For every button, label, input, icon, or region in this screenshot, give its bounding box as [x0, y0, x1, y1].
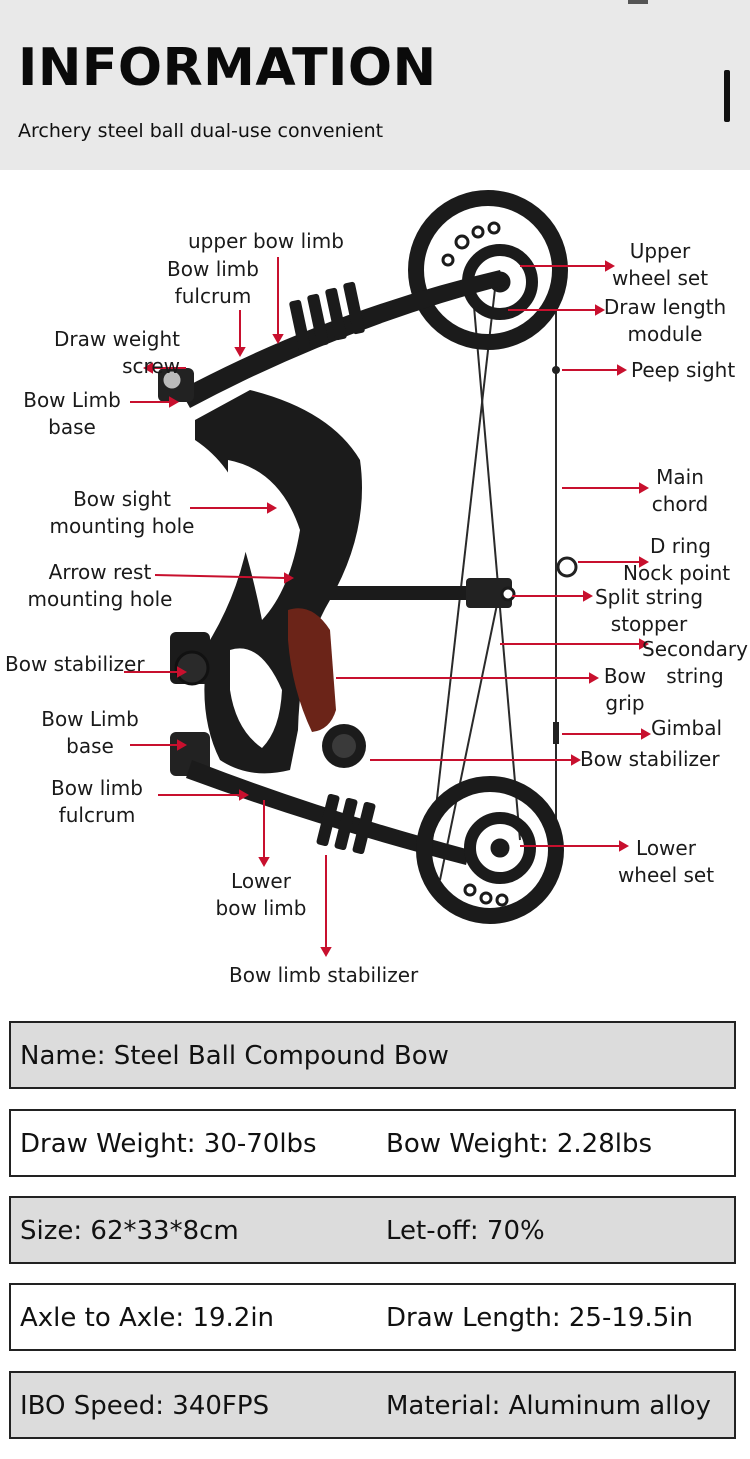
bow-strings	[429, 259, 557, 881]
label-bow-stabilizer-left: Bow stabilizer	[5, 652, 145, 676]
d-ring-mark	[556, 556, 578, 578]
upper-limb-dampers	[289, 281, 365, 353]
spec-row-weights: Draw Weight: 30-70lbs Bow Weight: 2.28lb…	[9, 1109, 736, 1177]
label-bow-limb-fulcrum-top: Bow limb fulcrum	[167, 257, 259, 308]
cable-a	[429, 279, 497, 861]
spec-row-size: Size: 62*33*8cm Let-off: 70%	[9, 1196, 736, 1264]
riser-cutout-lower	[230, 648, 282, 748]
spec-name: Name: Steel Ball Compound Bow	[20, 1041, 449, 1071]
spec-row-lengths: Axle to Axle: 19.2in Draw Length: 25-19.…	[9, 1283, 736, 1351]
spec-material: Material: Aluminum alloy	[386, 1391, 711, 1421]
header-banner: INFORMATION Archery steel ball dual-use …	[0, 0, 750, 170]
label-bow-limb-fulcrum-bottom: Bow limb fulcrum	[51, 776, 143, 827]
label-main-chord: Main chord	[651, 465, 709, 516]
top-tab-mark	[628, 0, 648, 4]
label-draw-weight-screw: Draw weight screw	[53, 327, 180, 378]
label-bow-limb-stabilizer: Bow limb stabilizer	[229, 963, 419, 987]
leader-lines	[124, 257, 652, 958]
gimbal-mark	[553, 722, 559, 744]
page-title: INFORMATION	[18, 38, 437, 98]
bow-illustration	[124, 190, 652, 958]
label-nock-point: Nock point	[623, 561, 731, 585]
bow-diagram: upper bow limb Bow limb fulcrum Draw wei…	[0, 170, 750, 1000]
label-split-string-stopper: Split string stopper	[594, 585, 704, 636]
spec-row-name: Name: Steel Ball Compound Bow	[9, 1021, 736, 1089]
riser-cutout-upper	[228, 460, 300, 620]
label-lower-bow-limb: Lower bow limb	[215, 869, 307, 920]
peep-sight-mark	[552, 366, 560, 374]
page-subtitle: Archery steel ball dual-use convenient	[18, 120, 384, 142]
spec-axle-to-axle: Axle to Axle: 19.2in	[20, 1303, 275, 1333]
decorative-bar	[724, 70, 730, 122]
cable-c	[439, 589, 501, 881]
label-bow-stabilizer-right: Bow stabilizer	[580, 747, 720, 771]
arrow-rest-arm	[300, 586, 505, 600]
label-d-ring: D ring	[650, 534, 711, 558]
spec-let-off: Let-off: 70%	[386, 1216, 545, 1246]
label-upper-wheel-set: Upper wheel set	[611, 239, 709, 290]
spec-draw-length: Draw Length: 25-19.5in	[386, 1303, 693, 1333]
label-arrow-rest-mounting-hole: Arrow rest mounting hole	[27, 560, 173, 611]
front-stabilizer	[322, 724, 366, 768]
label-peep-sight: Peep sight	[631, 358, 736, 382]
label-upper-bow-limb: upper bow limb	[188, 229, 344, 253]
label-bow-grip: Bow grip	[603, 664, 647, 715]
spec-draw-weight: Draw Weight: 30-70lbs	[20, 1129, 317, 1159]
spec-bow-weight: Bow Weight: 2.28lbs	[386, 1129, 653, 1159]
lower-wheel	[416, 776, 564, 924]
left-stabilizer	[170, 632, 210, 686]
lower-limb-dampers	[316, 793, 376, 855]
label-lower-wheel-set: Lower wheel set	[617, 836, 715, 887]
spec-size: Size: 62*33*8cm	[20, 1216, 239, 1246]
label-bow-limb-base-bottom: Bow Limb base	[41, 707, 139, 758]
spec-row-speed: IBO Speed: 340FPS Material: Aluminum all…	[9, 1371, 736, 1439]
label-gimbal: Gimbal	[651, 716, 723, 740]
upper-wheel	[408, 190, 568, 350]
label-draw-length-module: Draw length module	[603, 295, 727, 346]
spec-ibo-speed: IBO Speed: 340FPS	[20, 1391, 270, 1421]
split-string-stopper-block	[466, 578, 512, 608]
label-bow-limb-base-top: Bow Limb base	[23, 388, 121, 439]
label-secondary-string: Secondary string	[642, 637, 748, 688]
grip-shape	[288, 608, 336, 732]
upper-limb-shape	[180, 270, 505, 408]
cable-b	[469, 259, 521, 841]
label-bow-sight-mounting-hole: Bow sight mounting hole	[49, 487, 195, 538]
